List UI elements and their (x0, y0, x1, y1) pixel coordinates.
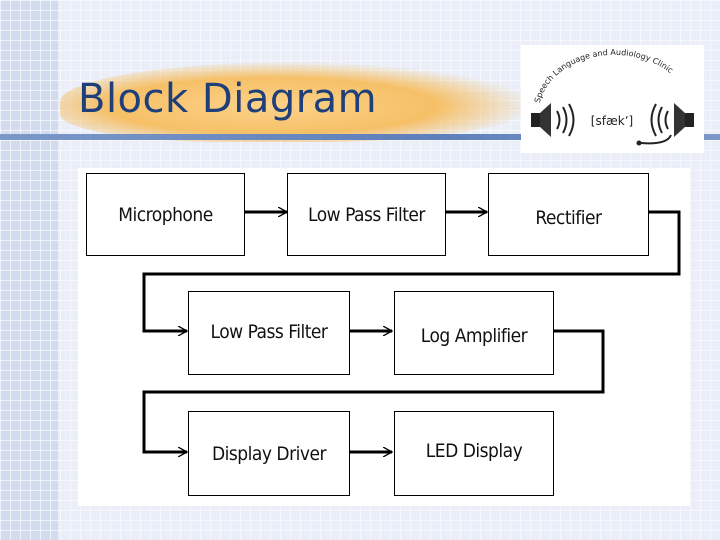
block-microphone: Microphone (86, 173, 245, 256)
title-highlight-swoosh (60, 62, 530, 142)
clinic-logo-lettering: Speech Language and Audiology Clinic (533, 48, 675, 104)
connector-rectifier-to-lpf2 (142, 210, 681, 331)
block-label: Low Pass Filter (210, 321, 328, 343)
block-label: Log Amplifier (420, 325, 528, 347)
block-low-pass-filter-2: Low Pass Filter (188, 291, 350, 375)
block-rectifier: Rectifier (488, 173, 649, 256)
block-label: Microphone (118, 204, 213, 226)
block-label: Low Pass Filter (308, 204, 425, 226)
title-divider-rule (0, 134, 720, 140)
right-speaker-icon (685, 113, 694, 127)
clinic-logo-graphic: Speech Language and Audiology Clinic [sf… (531, 48, 694, 146)
logo-phonetic-text: [sfækʼ] (591, 114, 633, 128)
block-log-amplifier: Log Amplifier (394, 291, 554, 375)
connector-log-amplifier-to-display-driver (142, 329, 605, 452)
block-label: Rectifier (535, 207, 602, 229)
left-speaker-icon (531, 113, 540, 127)
block-display-driver: Display Driver (188, 411, 350, 496)
block-led-display: LED Display (394, 411, 554, 496)
left-decorative-strip (0, 0, 58, 540)
block-label: Display Driver (211, 443, 327, 465)
block-label: LED Display (425, 440, 523, 462)
block-low-pass-filter-1: Low Pass Filter (287, 173, 446, 256)
headset-mic-icon (640, 134, 672, 145)
block-diagram: Microphone Low Pass Filter Rectifier Low… (78, 168, 690, 506)
slide-title: Block Diagram (78, 76, 378, 122)
diagram-connectors (142, 168, 681, 506)
clinic-logo: Speech Language and Audiology Clinic [sf… (521, 45, 704, 153)
